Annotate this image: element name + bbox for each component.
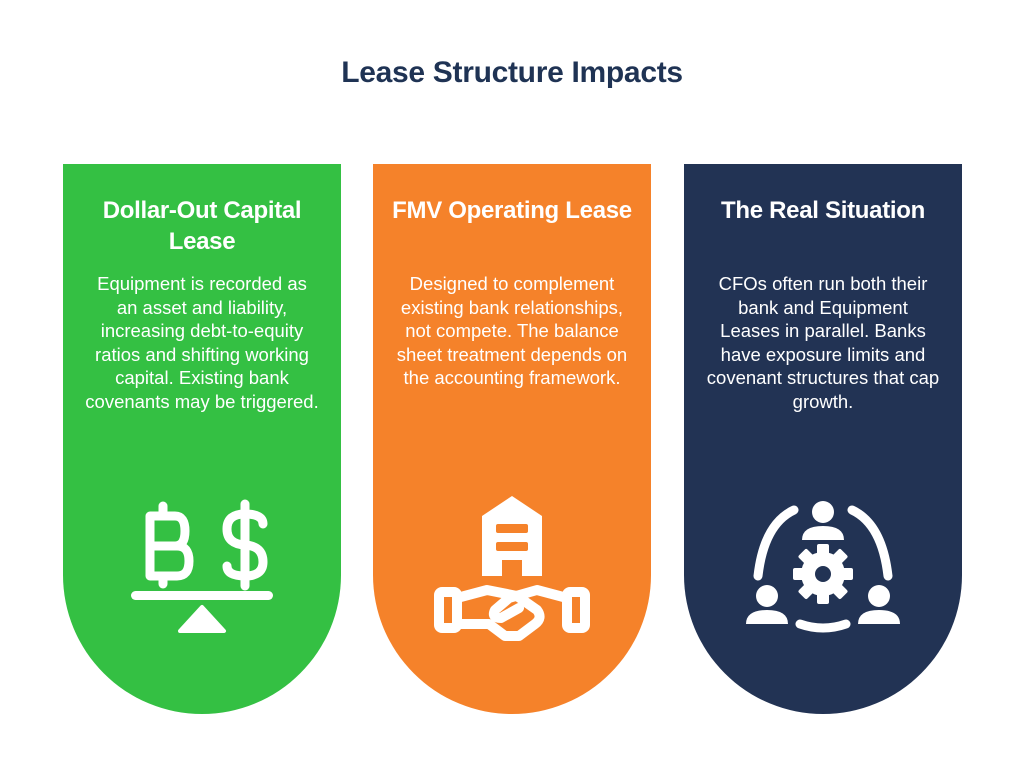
building-handshake-icon [373,484,651,654]
balance-scale-currency-icon [63,484,341,654]
card-body: Designed to complement existing bank rel… [396,273,628,388]
card-the-real-situation: The Real Situation CFOs often run both t… [684,164,962,714]
card-title: FMV Operating Lease [392,197,632,224]
page-title: Lease Structure Impacts [341,56,683,89]
card-fmv-operating-lease: FMV Operating Lease Designed to compleme… [373,164,651,714]
card-title: The Real Situation [721,197,925,224]
card-title: Dollar-Out Capital Lease [102,197,302,255]
card-body: CFOs often run both their bank and Equip… [706,273,940,412]
card-body: Equipment is recorded as an asset and li… [85,273,319,412]
people-gear-cycle-icon [684,484,962,654]
card-dollar-out-capital-lease: Dollar-Out Capital Lease Equipment is re… [63,164,341,714]
